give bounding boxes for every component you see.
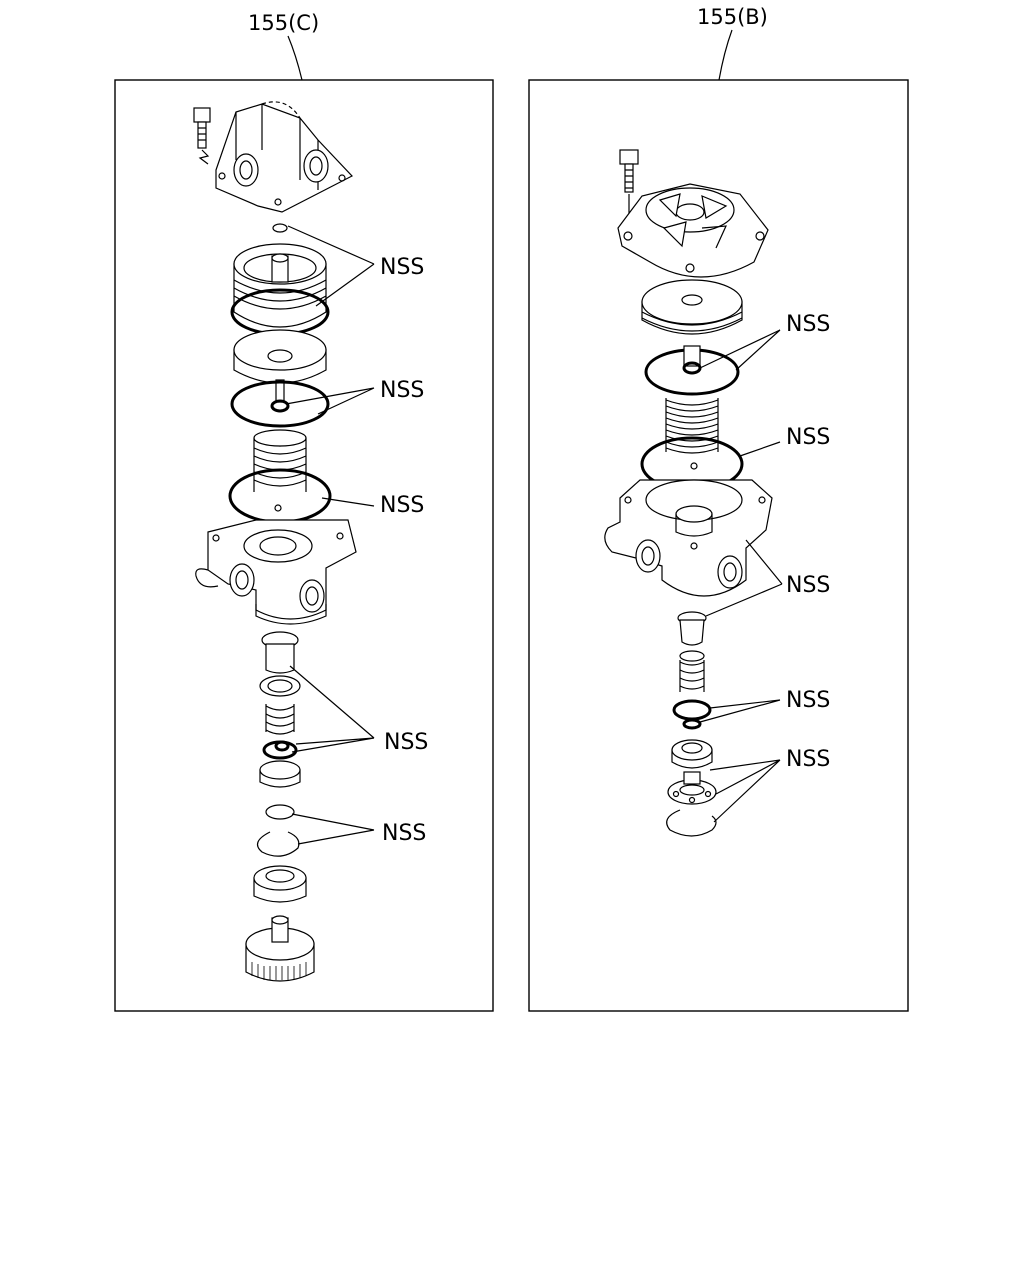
callout-155b-leader <box>718 29 733 81</box>
right-leader-4 <box>699 699 781 723</box>
right-nss-label-3: NSS <box>786 573 830 598</box>
left-leader-2 <box>285 387 375 415</box>
left-nss-label-2: NSS <box>380 378 424 403</box>
callout-155c-leader <box>287 35 303 81</box>
right-small-spring <box>679 650 705 692</box>
right-snap-ring <box>666 809 717 837</box>
left-assembly: NSS NSS NSS NSS NSS <box>193 101 428 982</box>
right-nss-label-5: NSS <box>786 747 830 772</box>
panel-right-frame <box>528 79 909 1012</box>
right-piston <box>641 279 743 335</box>
left-small-spring <box>265 704 295 735</box>
left-bolt <box>193 107 211 165</box>
left-piston-upper <box>233 243 327 328</box>
left-nss-label-4: NSS <box>384 730 428 755</box>
right-valve-guide <box>677 611 707 646</box>
left-oring-2 <box>230 380 330 428</box>
right-stem <box>682 345 702 375</box>
right-leader-5 <box>709 759 781 823</box>
right-nss-label-1: NSS <box>786 312 830 337</box>
right-nss-label-4: NSS <box>786 688 830 713</box>
left-valve <box>259 760 301 788</box>
right-oring-3 <box>672 699 712 721</box>
right-retainer <box>667 771 717 805</box>
left-valve-guide <box>261 631 299 674</box>
left-oring-small-2 <box>270 399 290 413</box>
left-small-oring <box>272 223 288 233</box>
left-body <box>195 504 357 625</box>
left-oring-small-4 <box>274 740 290 752</box>
left-leader-3 <box>321 497 375 507</box>
left-leader-1 <box>287 225 375 307</box>
callout-155c: 155(C) <box>248 11 319 35</box>
right-leader-2 <box>739 441 781 457</box>
right-spring <box>665 398 719 454</box>
left-top-cover <box>215 101 353 213</box>
right-assembly: NSS NSS NSS NSS NSS <box>604 149 830 837</box>
left-exhaust-cap <box>245 915 315 982</box>
right-oring-small-3 <box>682 718 702 730</box>
left-nss-label-5: NSS <box>382 821 426 846</box>
right-body <box>604 462 773 597</box>
left-spring <box>253 429 307 492</box>
callout-155b: 155(B) <box>697 5 768 29</box>
right-top-cover <box>617 183 769 278</box>
panel-left-frame <box>114 79 494 1012</box>
right-valve <box>671 739 713 769</box>
left-leader-5 <box>291 813 375 845</box>
left-nss-label-1: NSS <box>380 255 424 280</box>
left-washer <box>265 804 295 820</box>
left-snap-ring <box>256 831 300 857</box>
right-nss-label-2: NSS <box>786 425 830 450</box>
left-exhaust-nut <box>253 865 307 903</box>
left-valve-seat <box>259 675 301 697</box>
right-leader-3 <box>705 539 783 617</box>
left-piston-lower <box>233 329 327 403</box>
left-nss-label-3: NSS <box>380 493 424 518</box>
left-leader-4 <box>289 665 375 753</box>
right-leader-1 <box>699 329 781 371</box>
